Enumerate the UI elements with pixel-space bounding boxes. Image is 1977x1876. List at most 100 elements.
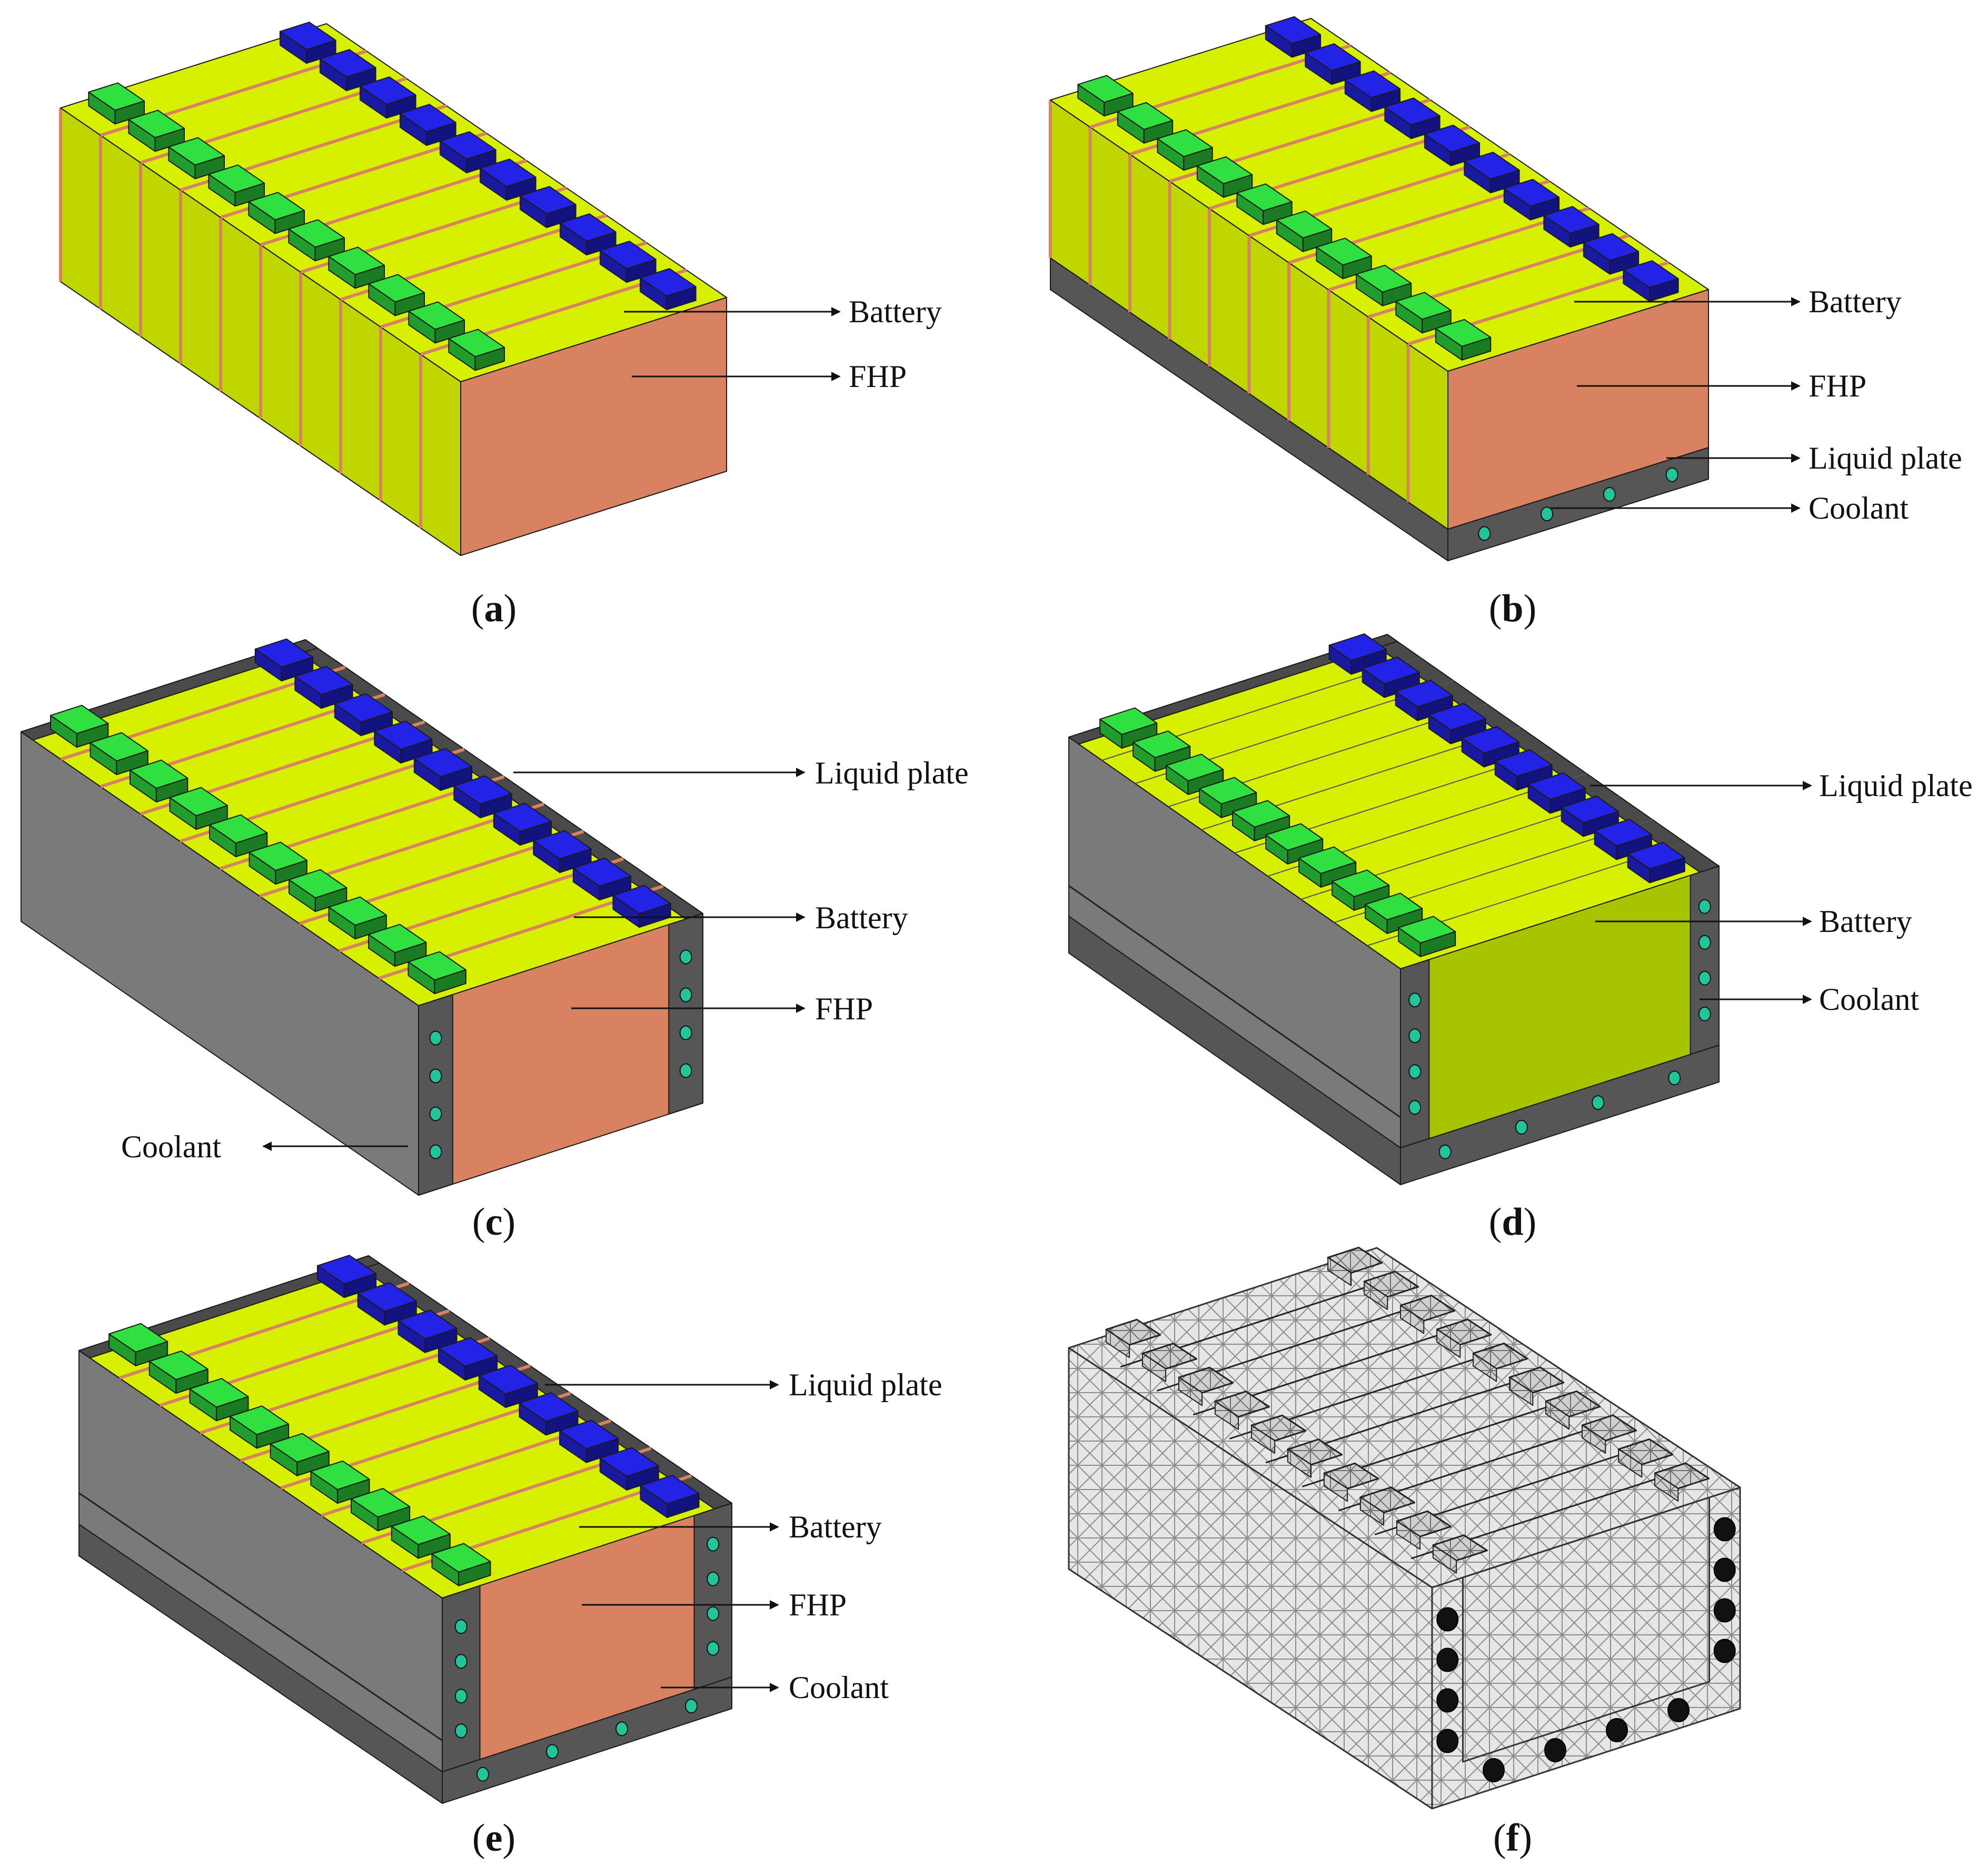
- coolant-channel: [1541, 507, 1554, 522]
- terminal-negative: [413, 748, 473, 778]
- coolant-channel: [454, 1619, 468, 1634]
- terminal-negative: [559, 213, 617, 242]
- terminal-negative: [1594, 819, 1652, 847]
- terminal-positive: [1355, 264, 1412, 293]
- callout-b-liquid-plate: Liquid plate: [1666, 441, 1962, 475]
- terminal-positive: [448, 329, 505, 358]
- terminal-negative: [612, 885, 671, 915]
- label-c-fhp: FHP: [815, 991, 873, 1026]
- panel-c: [21, 638, 703, 1196]
- callout-c-fhp: FHP: [571, 991, 873, 1026]
- panel-d: [1068, 633, 1720, 1185]
- mesh-coolant-hole: [1436, 1647, 1459, 1672]
- coolant-channel: [679, 949, 692, 965]
- plate-joint: [1068, 885, 1401, 1118]
- terminal-negative: [640, 1474, 700, 1505]
- battery-cell-side: [60, 107, 101, 310]
- callout-d-battery: Battery: [1595, 904, 1912, 939]
- terminal-positive: [1398, 916, 1456, 944]
- terminal-negative: [1305, 43, 1361, 72]
- callout-d-coolant: Coolant: [1700, 982, 1919, 1017]
- terminal-negative: [1527, 772, 1586, 800]
- terminal-negative: [1384, 97, 1440, 126]
- mesh-terminal-side: [1400, 1305, 1425, 1334]
- coolant-channel: [1408, 1028, 1422, 1044]
- terminal-negative: [1503, 178, 1560, 207]
- liquid-plate-end-right: [693, 1503, 732, 1690]
- mesh-coolant-hole: [1713, 1557, 1736, 1582]
- callout-e-battery: Battery: [579, 1510, 882, 1544]
- label-b-coolant: Coolant: [1809, 491, 1909, 525]
- callout-b-coolant: Coolant: [1551, 491, 1909, 525]
- caption-e: (e): [472, 1817, 515, 1860]
- terminal-negative: [294, 666, 353, 696]
- terminal-positive: [88, 82, 145, 111]
- coolant-channel: [1698, 935, 1711, 950]
- mesh-terminal-side: [1105, 1329, 1130, 1358]
- battery-cell-side: [1129, 154, 1170, 340]
- terminal-negative: [1494, 749, 1553, 777]
- terminal-negative: [559, 1420, 619, 1450]
- terminal-positive: [189, 1378, 249, 1408]
- coolant-channel: [707, 1571, 720, 1586]
- mesh-coolant-hole: [1544, 1738, 1566, 1762]
- mesh-coolant-hole: [1436, 1729, 1459, 1753]
- panel-f: [1068, 1246, 1741, 1810]
- terminal-positive: [351, 1488, 411, 1518]
- terminal-negative: [1583, 233, 1640, 261]
- mesh-terminal-side: [1545, 1401, 1570, 1430]
- fhp-end: [1447, 289, 1709, 530]
- callout-c-battery: Battery: [574, 900, 908, 935]
- coolant-channel: [1698, 970, 1711, 986]
- terminal-positive: [208, 164, 265, 193]
- terminal-positive: [1265, 823, 1324, 851]
- terminal-positive: [368, 274, 425, 303]
- battery-cell-side: [300, 272, 341, 474]
- callout-e-liquid-plate: Liquid plate: [545, 1367, 942, 1402]
- label-c-battery: Battery: [815, 900, 908, 935]
- coolant-channel: [679, 1025, 692, 1040]
- terminal-positive: [130, 759, 188, 789]
- coolant-channel: [707, 1641, 720, 1656]
- terminal-positive: [128, 110, 185, 138]
- liquid-plate-end-left: [442, 1585, 481, 1772]
- terminal-positive: [288, 219, 345, 248]
- terminal-negative: [1265, 16, 1322, 44]
- liquid-plate-end-right: [1690, 866, 1720, 1055]
- battery-cell-side: [1248, 235, 1289, 421]
- liquid-plate-end-left: [1400, 959, 1430, 1148]
- plate-joint: [78, 1492, 443, 1741]
- terminal-negative: [1328, 633, 1387, 661]
- coolant-channel: [454, 1723, 468, 1739]
- callout-e-coolant: Coolant: [661, 1670, 889, 1705]
- terminal-positive: [1435, 319, 1492, 347]
- terminal-positive: [1276, 210, 1333, 239]
- coolant-channel: [707, 1606, 720, 1621]
- terminal-negative: [1344, 70, 1401, 98]
- terminal-negative: [572, 857, 632, 887]
- battery-cell-side: [1328, 289, 1369, 475]
- terminal-positive: [248, 192, 305, 221]
- terminal-positive: [1298, 846, 1357, 874]
- coolant-channel: [1698, 899, 1711, 914]
- label-d-coolant: Coolant: [1819, 982, 1919, 1017]
- terminal-negative: [519, 186, 577, 215]
- caption-f: (f): [1493, 1817, 1532, 1860]
- terminal-positive: [1395, 292, 1452, 320]
- terminal-positive: [289, 869, 347, 899]
- label-d-battery: Battery: [1819, 904, 1912, 939]
- label-b-fhp: FHP: [1809, 369, 1866, 403]
- terminal-negative: [1561, 796, 1619, 823]
- mesh-terminal-side: [1178, 1377, 1203, 1406]
- terminal-positive: [408, 301, 465, 330]
- mesh-terminal-side: [1432, 1544, 1457, 1574]
- mesh-terminal-side: [1250, 1425, 1276, 1454]
- mesh-terminal-side: [1287, 1448, 1312, 1478]
- terminal-positive: [408, 951, 466, 981]
- coolant-channel: [1603, 487, 1616, 502]
- battery-cell-side: [420, 354, 461, 556]
- label-b-liquid-plate: Liquid plate: [1809, 441, 1962, 475]
- terminal-positive: [90, 732, 148, 762]
- terminal-negative: [1461, 726, 1519, 754]
